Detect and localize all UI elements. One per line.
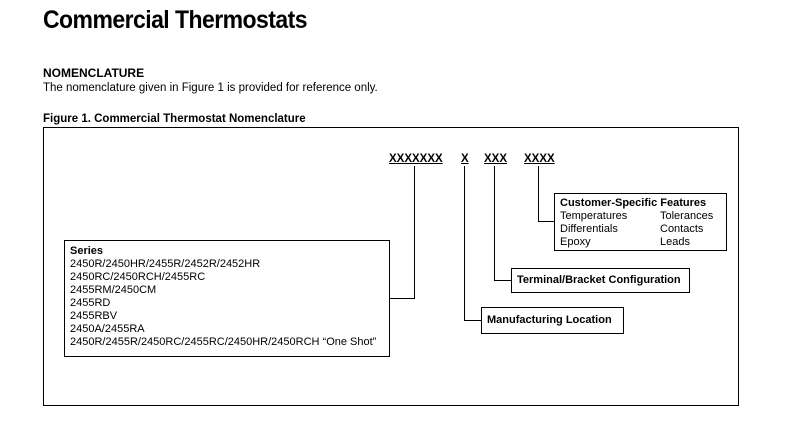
terminal-bracket-box: Terminal/Bracket Configuration xyxy=(511,268,690,293)
series-item: 2450R/2450HR/2455R/2452R/2452HR xyxy=(70,258,261,270)
feature-item: Temperatures xyxy=(560,210,628,222)
customer-features-title: Customer-Specific Features xyxy=(560,197,707,209)
manufacturing-connector xyxy=(464,166,481,321)
page-title: Commercial Thermostats xyxy=(43,6,308,34)
series-item: 2455RD xyxy=(70,297,111,309)
series-item: 2455RM/2450CM xyxy=(70,284,157,296)
series-item: 2450R/2455R/2450RC/2455RC/2450HR/2450RCH… xyxy=(70,336,377,348)
feature-item: Tolerances xyxy=(660,210,714,222)
feature-item: Leads xyxy=(660,236,690,248)
feature-item: Differentials xyxy=(560,223,618,235)
feature-item: Contacts xyxy=(660,223,704,235)
figure-caption: Figure 1. Commercial Thermostat Nomencla… xyxy=(43,113,306,125)
manufacturing-location-box: Manufacturing Location xyxy=(481,307,624,334)
features-connector xyxy=(538,166,554,222)
figure-frame xyxy=(43,127,739,406)
code-segment-features: XXXX xyxy=(524,153,555,165)
series-item: 2450A/2455RA xyxy=(70,323,145,335)
series-item: 2455RBV xyxy=(70,310,118,322)
series-connector xyxy=(390,166,415,299)
code-segment-series: XXXXXXX xyxy=(389,153,443,165)
terminal-connector xyxy=(494,166,511,281)
series-box: Series 2450R/2450HR/2455R/2452R/2452HR 2… xyxy=(64,240,390,357)
code-segment-location: X xyxy=(461,153,469,165)
customer-features-box: Customer-Specific Features Temperatures … xyxy=(554,193,727,251)
customer-features-grid: Temperatures Tolerances Differentials Co… xyxy=(560,210,726,249)
code-segment-terminal: XXX xyxy=(484,153,508,165)
feature-item: Epoxy xyxy=(560,236,591,248)
series-item: 2450RC/2450RCH/2455RC xyxy=(70,271,206,283)
section-heading: NOMENCLATURE xyxy=(43,66,145,80)
series-title: Series xyxy=(70,245,104,257)
section-text: The nomenclature given in Figure 1 is pr… xyxy=(43,82,378,94)
